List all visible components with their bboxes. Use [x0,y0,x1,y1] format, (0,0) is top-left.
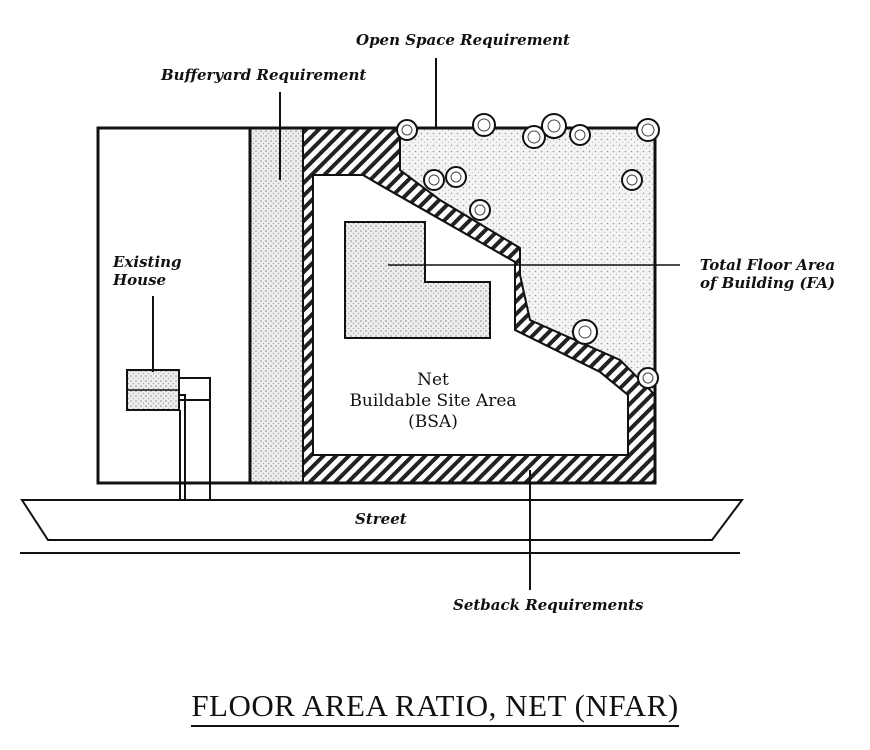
street [20,499,744,541]
existing-house-label: Existing House [113,253,182,289]
trees [396,113,660,389]
caption-text: FLOOR AREA RATIO, NET (NFAR) [191,688,679,727]
bufferyard-label: Bufferyard Requirement [161,66,367,84]
bufferyard-strip [249,127,304,484]
development-lot [248,126,657,485]
street-label: Street [355,510,407,528]
caption: FLOOR AREA RATIO, NET (NFAR) [0,688,870,727]
setback-label: Setback Requirements [453,596,644,614]
existing-house-lot [96,126,252,485]
total-floor-area-label: Total Floor Area of Building (FA) [699,256,836,292]
driveway [179,377,211,500]
open-space-label: Open Space Requirement [356,31,570,49]
net-bsa-label: Net Buildable Site Area (BSA) [349,370,517,432]
building-footprint [344,221,491,339]
